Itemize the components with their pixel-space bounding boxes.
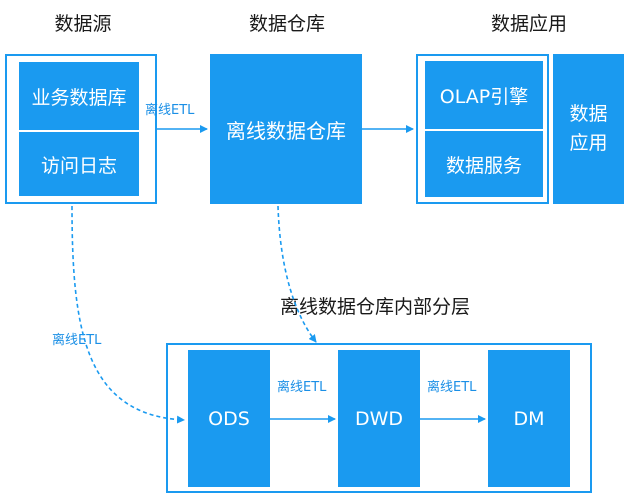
source-business-db: 业务数据库 [19,62,139,130]
section-title-source: 数据源 [54,13,112,35]
layer-ods: ODS [188,350,270,487]
app-side-line2: 应用 [569,132,608,154]
section-title-warehouse: 数据仓库 [248,13,325,35]
layer-dm: DM [488,350,570,487]
source-access-log: 访问日志 [19,132,139,196]
dashed-arrow-warehouse-to-layers [277,205,317,343]
dashed-arrow-source-to-ods [71,205,185,424]
app-data-service: 数据服务 [425,131,543,197]
layer-title: 离线数据仓库内部分层 [280,296,471,318]
section-title-application: 数据应用 [490,13,567,35]
layer-dwd: DWD [338,350,420,487]
etl-label-dwd-to-dm: 离线ETL [427,380,477,395]
app-side-line1: 数据 [569,103,608,125]
app-olap-engine: OLAP引擎 [425,61,543,129]
etl-label-source-to-ods: 离线ETL [52,333,102,348]
etl-label-ods-to-dwd: 离线ETL [277,380,327,395]
app-side-block: 数据 应用 [553,54,624,204]
etl-label-source-to-warehouse: 离线ETL [145,103,195,118]
offline-warehouse-block: 离线数据仓库 [210,54,362,204]
